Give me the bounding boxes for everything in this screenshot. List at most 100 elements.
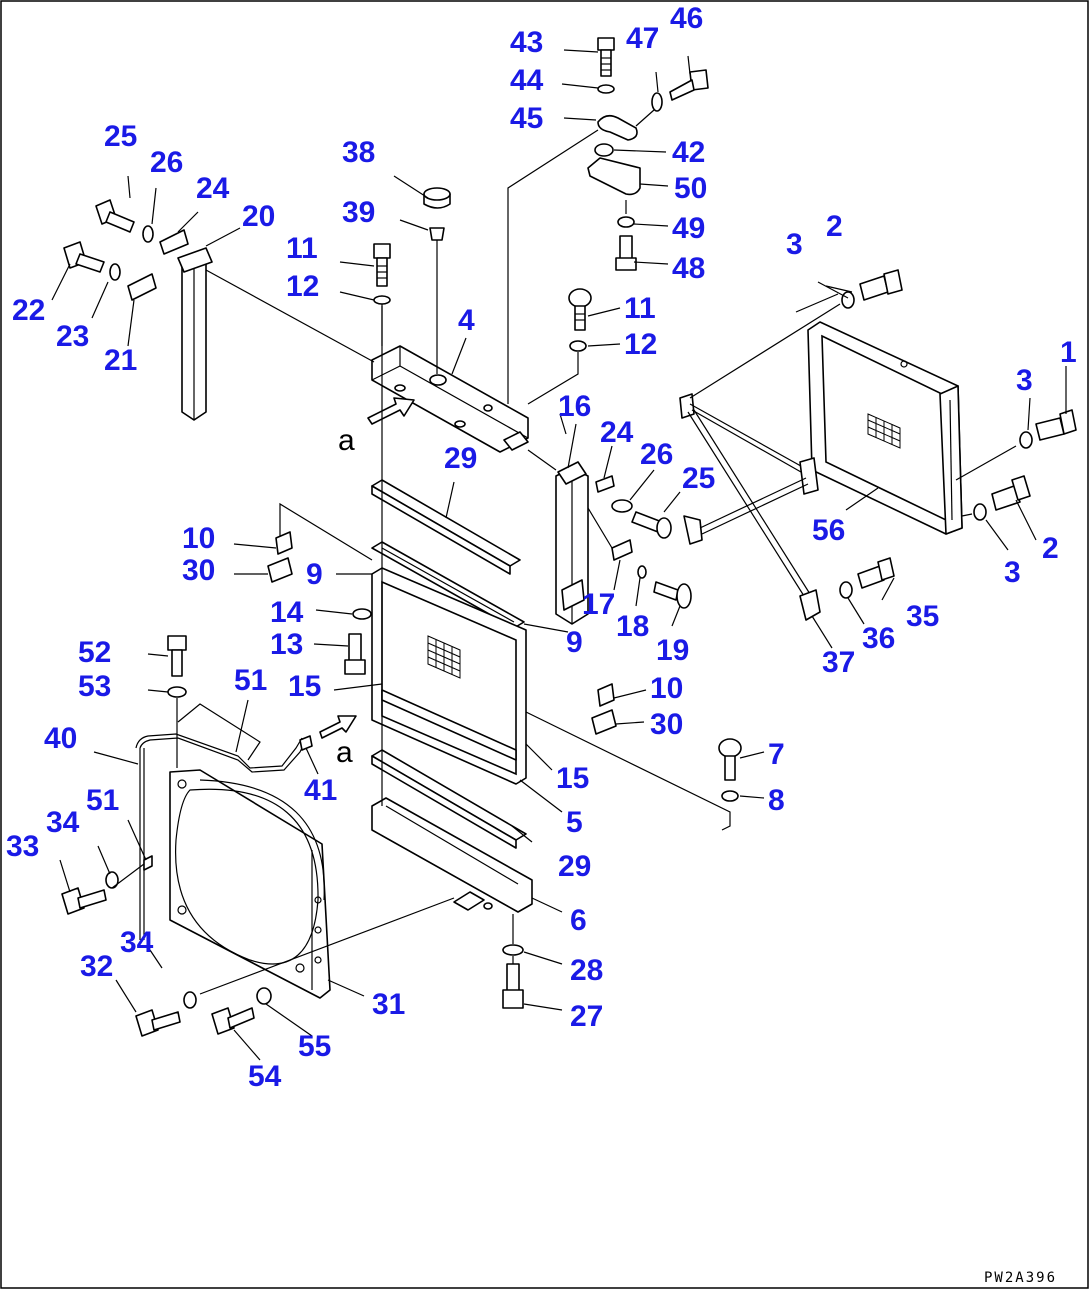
- callout-48: 48: [672, 252, 705, 285]
- callout-15-right: 15: [556, 762, 589, 795]
- part-seal-9-upper: [371, 541, 525, 629]
- part-bolt-11-right: [568, 288, 592, 331]
- part-washer-18: [637, 565, 647, 579]
- part-right-bracket-16: [555, 461, 589, 625]
- part-washer-53: [167, 686, 187, 698]
- callout-3-top: 3: [786, 228, 803, 261]
- part-bolt-2-top: [859, 269, 903, 301]
- callout-53: 53: [78, 670, 111, 703]
- part-washer-36: [839, 581, 853, 599]
- callout-40: 40: [44, 722, 77, 755]
- part-bolt-11-left: [373, 243, 391, 287]
- part-washer-23: [109, 263, 121, 281]
- callout-51-upper: 51: [234, 664, 267, 697]
- part-plug-39: [429, 227, 445, 241]
- callout-29-lower: 29: [558, 850, 591, 883]
- callout-56: 56: [812, 514, 845, 547]
- callout-43: 43: [510, 26, 543, 59]
- callout-3-right: 3: [1016, 364, 1033, 397]
- part-bolt-48: [615, 235, 637, 271]
- callout-31: 31: [372, 988, 405, 1021]
- part-strip-29-upper: [371, 479, 521, 575]
- callout-11-right: 11: [624, 292, 656, 325]
- callout-34-upper: 34: [46, 806, 80, 839]
- callout-3-lower: 3: [1004, 556, 1021, 589]
- callout-41: 41: [304, 774, 337, 807]
- part-bolt-7: [718, 738, 742, 781]
- part-clip-10-right: [597, 683, 615, 707]
- part-strip-29-lower: [371, 749, 527, 849]
- callout-labels: 1 2 2 3 3 3 4 5 6 7 8 9 9 10 10 11 11 12…: [6, 2, 1077, 1093]
- part-bolt-19: [653, 581, 692, 609]
- callout-10-right: 10: [650, 672, 683, 705]
- part-lower-bracket-6: [371, 797, 533, 913]
- callout-37: 37: [822, 646, 855, 679]
- callout-19: 19: [656, 634, 689, 667]
- part-washer-49: [617, 216, 635, 228]
- part-bolt-43: [597, 37, 615, 77]
- callout-6: 6: [570, 904, 587, 937]
- part-bracket-50: [587, 157, 641, 196]
- callout-35: 35: [906, 600, 939, 633]
- callout-46: 46: [670, 2, 703, 35]
- callout-9-left: 9: [306, 558, 323, 591]
- callout-16: 16: [558, 390, 591, 423]
- part-washer-8: [721, 790, 739, 802]
- parts-geometry: [61, 37, 1077, 1037]
- callout-54: 54: [248, 1060, 282, 1093]
- part-upper-bracket-4: [371, 345, 529, 453]
- part-shroud-31: [169, 769, 331, 999]
- callout-27: 27: [570, 1000, 603, 1033]
- callout-51-lower: 51: [86, 784, 119, 817]
- part-bolt-35: [857, 557, 895, 589]
- part-bolt-25-right: [631, 511, 672, 539]
- part-bolt-52: [167, 635, 187, 677]
- part-washer-47: [651, 92, 663, 112]
- part-plate-21: [127, 273, 157, 301]
- part-tube-51-inner: [139, 737, 307, 773]
- callout-1: 1: [1060, 336, 1077, 369]
- callout-21: 21: [104, 344, 137, 377]
- callout-52: 52: [78, 636, 111, 669]
- part-washer-55: [256, 987, 272, 1005]
- part-cushion-30-left: [267, 557, 293, 583]
- callout-2-lower: 2: [1042, 532, 1059, 565]
- callout-14: 14: [270, 596, 304, 629]
- part-bolt-46: [669, 69, 709, 101]
- part-bolt-1: [1035, 409, 1077, 441]
- callout-45: 45: [510, 102, 543, 135]
- callout-26-left: 26: [150, 146, 183, 179]
- view-label-a-lower: a: [336, 736, 353, 769]
- part-plate-17: [611, 539, 633, 561]
- callout-9-right: 9: [566, 626, 583, 659]
- callout-12-right: 12: [624, 328, 657, 361]
- callout-4: 4: [458, 304, 475, 337]
- callout-2-top: 2: [826, 210, 843, 243]
- part-bolt-27: [502, 963, 524, 1009]
- leader-lines: [51, 49, 1067, 1061]
- view-arrow-lower: [319, 715, 357, 739]
- callout-5: 5: [566, 806, 583, 839]
- callout-23: 23: [56, 320, 89, 353]
- callout-12-left: 12: [286, 270, 319, 303]
- part-tube-51: [135, 733, 303, 769]
- callout-8: 8: [768, 784, 785, 817]
- callout-38: 38: [342, 136, 375, 169]
- part-washer-44: [597, 84, 615, 94]
- callout-42: 42: [672, 136, 705, 169]
- view-label-a-upper: a: [338, 424, 355, 457]
- callout-36: 36: [862, 622, 895, 655]
- callout-49: 49: [672, 212, 705, 245]
- callout-13: 13: [270, 628, 303, 661]
- callout-25-right: 25: [682, 462, 715, 495]
- part-washer-3-lower: [973, 503, 987, 521]
- part-washer-3-top: [841, 291, 855, 309]
- part-plate-24-right: [595, 475, 615, 493]
- part-washer-34-lower: [183, 991, 197, 1009]
- callout-18: 18: [616, 610, 649, 643]
- part-bolt-22: [63, 241, 105, 273]
- part-bolt-2-lower: [991, 475, 1031, 511]
- part-bolt-13: [344, 633, 366, 675]
